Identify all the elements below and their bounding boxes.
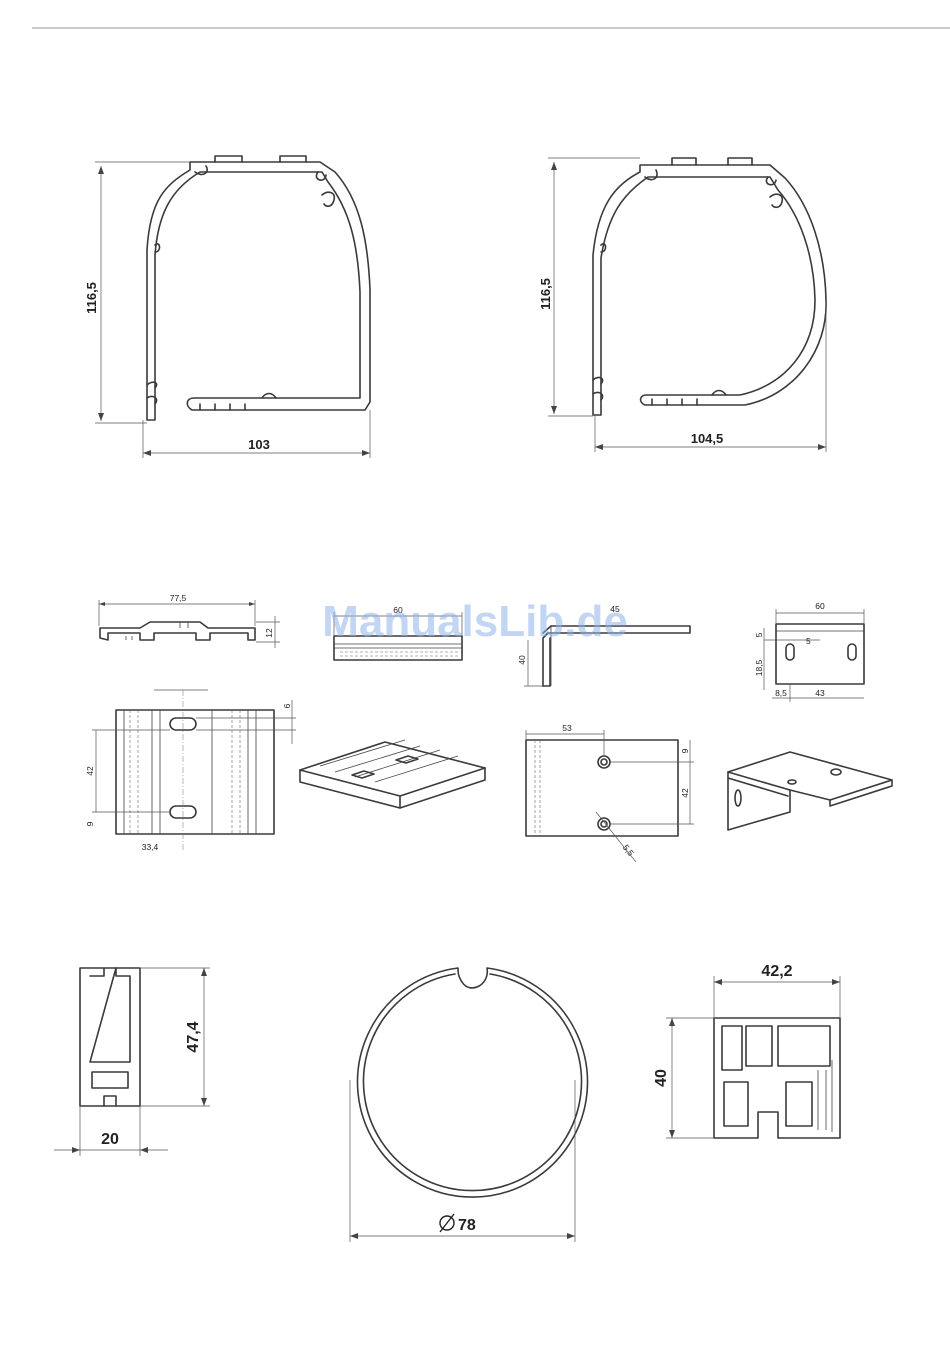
angle-top-offset-left: 8,5 — [775, 688, 787, 698]
flat-plate-hole: 5,5 — [621, 842, 636, 858]
flat-plate-spacing: 42 — [680, 788, 690, 798]
wall-bracket-front: 42 9 6 33,4 — [85, 690, 296, 852]
wall-bracket-length: 33,4 — [142, 842, 159, 852]
bottom-bar-height: 47,4 — [185, 1021, 202, 1052]
dimension-width-round: 104,5 — [595, 300, 826, 452]
cassette-profile-round — [593, 158, 826, 415]
height-label-square: 116,5 — [84, 282, 99, 314]
guide-width: 42,2 — [761, 963, 792, 980]
dimension-width-square: 103 — [143, 410, 370, 458]
angle-top-slot-height: 18,5 — [754, 659, 764, 676]
width-label-square: 103 — [248, 437, 270, 452]
bottom-bar-width: 20 — [101, 1131, 119, 1148]
dimension-height-square: 116,5 — [84, 162, 190, 423]
angle-top-width: 60 — [815, 601, 825, 611]
watermark: ManualsLib.de — [322, 597, 628, 646]
guide-height: 40 — [653, 1069, 670, 1087]
wall-bracket-profile: 77,5 12 — [99, 593, 280, 648]
width-label-round: 104,5 — [691, 431, 724, 446]
cassette-profile-square — [147, 156, 370, 420]
guide-rail-profile: 42,2 40 — [653, 963, 840, 1138]
angle-bracket-top: 60 5 5 18,5 8,5 43 — [754, 601, 864, 702]
wall-bracket-width: 77,5 — [170, 593, 187, 603]
angle-side-height: 40 — [517, 655, 527, 665]
height-label-round: 116,5 — [538, 278, 553, 310]
tube-diameter: 78 — [458, 1217, 476, 1234]
diameter-icon — [440, 1214, 454, 1232]
angle-top-slot: 5 — [806, 636, 811, 646]
wall-bracket-hole-spacing: 42 — [85, 766, 95, 776]
wall-bracket-height: 12 — [264, 628, 274, 638]
angle-bracket-isometric — [728, 752, 892, 830]
wall-bracket-slot: 6 — [282, 703, 292, 708]
clip-bar-isometric — [300, 740, 485, 808]
wall-bracket-edge: 9 — [85, 821, 95, 826]
flat-plate: 53 9 42 5,5 — [526, 723, 694, 862]
angle-top-offset: 5 — [754, 632, 764, 637]
roller-tube: 78 — [350, 968, 588, 1242]
flat-plate-width: 53 — [562, 723, 572, 733]
angle-top-hole-spacing: 43 — [815, 688, 825, 698]
bottom-bar-profile: 47,4 20 — [54, 968, 210, 1156]
flat-plate-edge: 9 — [680, 748, 690, 753]
